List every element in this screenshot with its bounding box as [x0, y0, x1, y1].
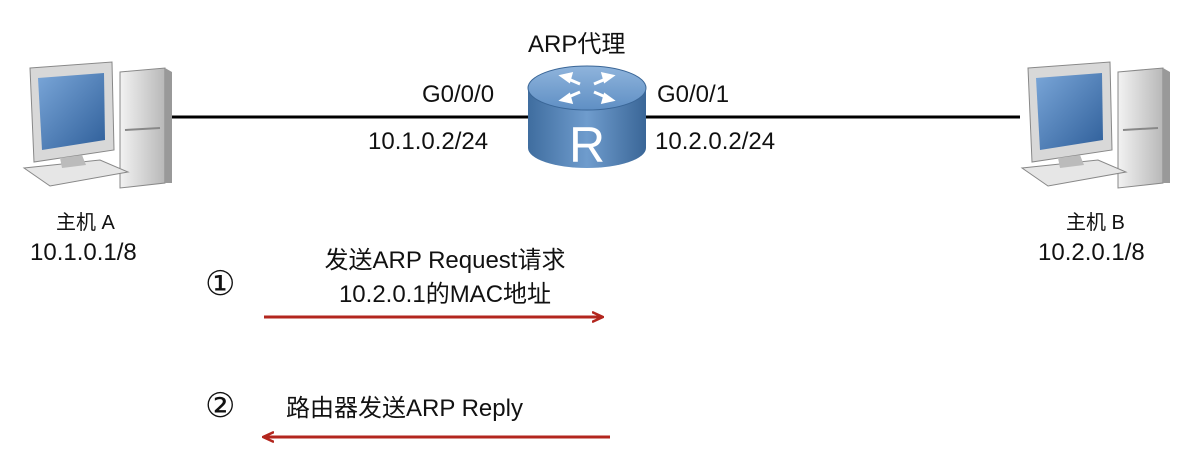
router-port-left: G0/0/0 — [422, 81, 495, 108]
router-port-right: G0/0/1 — [657, 81, 730, 108]
host-b-name: 主机 B — [1066, 212, 1125, 234]
computer-icon — [1020, 61, 1170, 189]
step-1-line2: 10.2.0.1的MAC地址 — [338, 281, 552, 308]
step-1-number: ① — [205, 265, 236, 303]
host-a-name: 主机 A — [56, 212, 115, 234]
step-1-line1: 发送ARP Request请求 — [324, 247, 566, 274]
router-ip-right: 10.2.0.2/24 — [655, 128, 776, 155]
step-2-number: ② — [205, 387, 236, 425]
step-2-line1: 路由器发送ARP Reply — [286, 395, 523, 422]
router-ip-left: 10.1.0.2/24 — [368, 128, 489, 155]
computer-icon — [22, 61, 172, 189]
router-title: ARP代理 — [528, 31, 626, 58]
router-icon: R — [527, 65, 647, 173]
svg-text:R: R — [569, 117, 605, 173]
host-b-ip: 10.2.0.1/8 — [1038, 239, 1145, 266]
host-a-ip: 10.1.0.1/8 — [30, 239, 137, 266]
